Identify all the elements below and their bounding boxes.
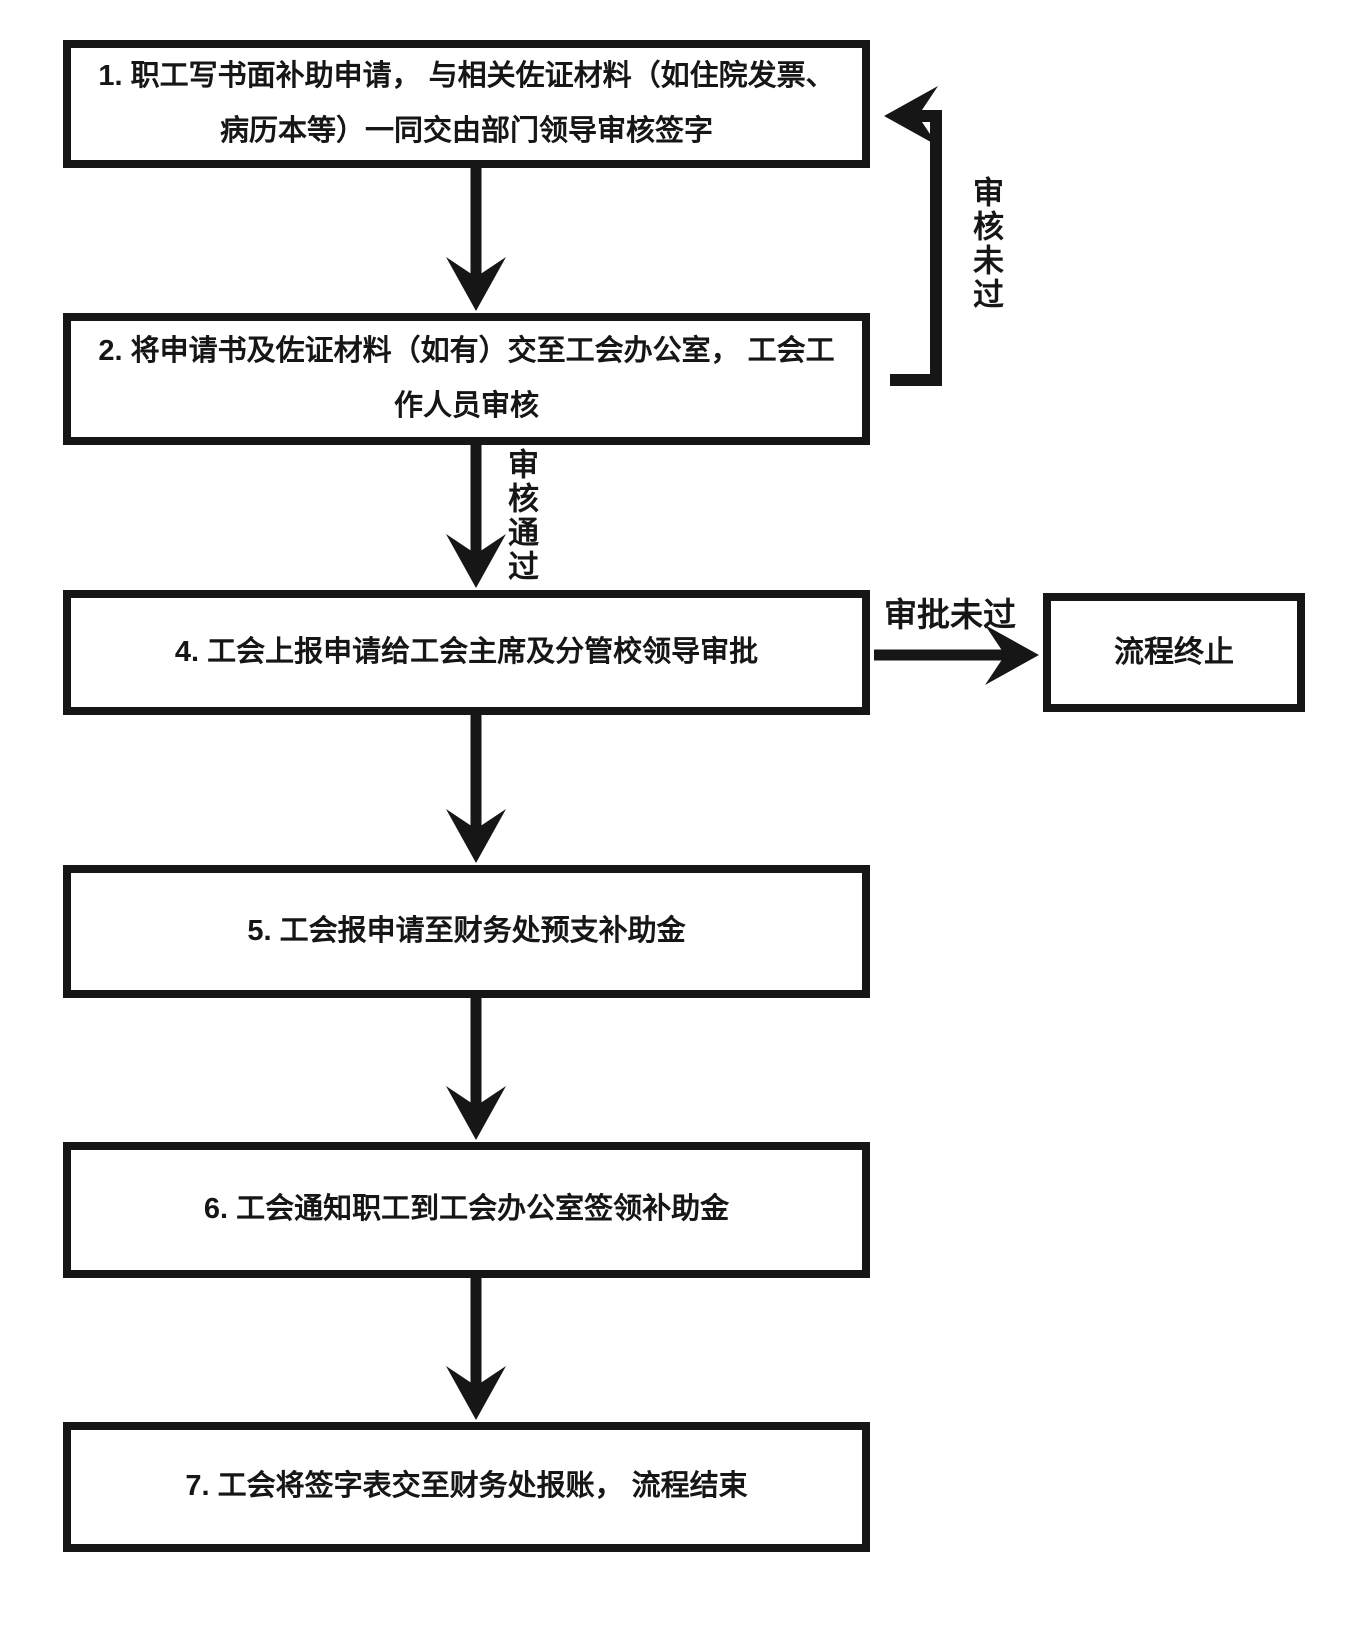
arrow-step5-step6-head <box>446 1086 506 1140</box>
arrow-step4-terminate-head <box>985 625 1039 685</box>
arrow-step2-step1-head <box>884 86 938 146</box>
node-step4: 4. 工会上报申请给工会主席及分管校领导审批 <box>63 590 870 715</box>
node-step7: 7. 工会将签字表交至财务处报账， 流程结束 <box>63 1422 870 1552</box>
edge-label-review-passed: 审核通过 <box>503 448 538 584</box>
arrow-step2-step1-loop <box>890 110 942 386</box>
node-step2: 2. 将申请书及佐证材料（如有）交至工会办公室， 工会工作人员审核 <box>63 313 870 445</box>
edge-label-approval-failed: 审批未过 <box>884 596 1016 633</box>
node-step5: 5. 工会报申请至财务处预支补助金 <box>63 865 870 998</box>
arrow-step2-step4-head <box>446 534 506 588</box>
node-terminate: 流程终止 <box>1043 593 1305 712</box>
node-step1: 1. 职工写书面补助申请， 与相关佐证材料（如住院发票、病历本等）一同交由部门领… <box>63 40 870 168</box>
arrow-step1-step2-head <box>446 257 506 311</box>
arrow-step4-step5-head <box>446 809 506 863</box>
node-step6: 6. 工会通知职工到工会办公室签领补助金 <box>63 1142 870 1278</box>
edge-label-review-failed: 审核未过 <box>968 176 1003 312</box>
arrow-step6-step7-head <box>446 1366 506 1420</box>
